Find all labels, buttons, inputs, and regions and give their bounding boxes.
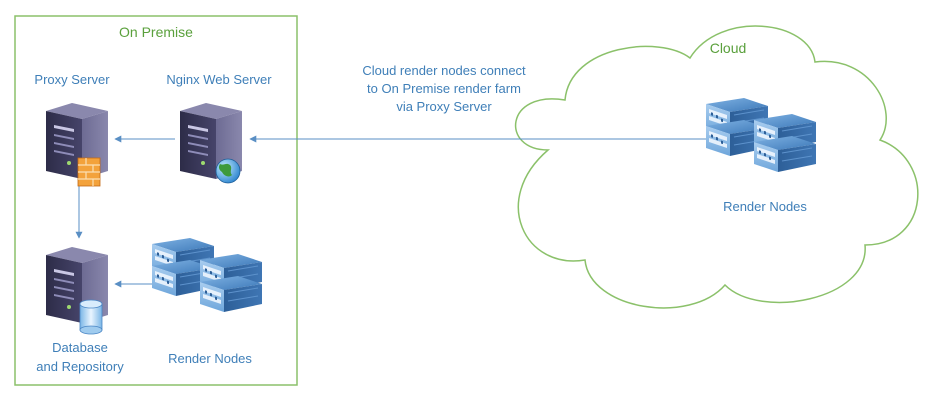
cloud-render-nodes: Render Nodes <box>706 98 816 214</box>
database-node: Database and Repository <box>36 247 124 374</box>
proxy-server-node: Proxy Server <box>34 72 110 187</box>
on-premise-title: On Premise <box>119 24 193 40</box>
rack-server-cluster-icon <box>152 238 262 312</box>
database-label-line2: and Repository <box>36 359 124 374</box>
on-premise-boundary <box>14 15 298 386</box>
server-tower-with-firewall-icon <box>46 103 108 187</box>
cloud-title: Cloud <box>710 40 747 56</box>
database-label-line1: Database <box>52 340 108 355</box>
nginx-server-label: Nginx Web Server <box>166 72 272 87</box>
server-tower-with-globe-icon <box>180 103 242 184</box>
connection-note-line2: to On Premise render farm <box>367 81 521 96</box>
server-tower-with-database-icon <box>46 247 108 335</box>
nginx-server-node: Nginx Web Server <box>166 72 272 184</box>
on-premise-render-nodes: Render Nodes <box>152 238 262 366</box>
connection-note-line3: via Proxy Server <box>396 99 492 114</box>
connection-note-line1: Cloud render nodes connect <box>362 63 526 78</box>
cloud-outline-icon <box>514 25 919 309</box>
on-premise-render-nodes-label: Render Nodes <box>168 351 252 366</box>
proxy-server-label: Proxy Server <box>34 72 110 87</box>
cloud-render-nodes-label: Render Nodes <box>723 199 807 214</box>
